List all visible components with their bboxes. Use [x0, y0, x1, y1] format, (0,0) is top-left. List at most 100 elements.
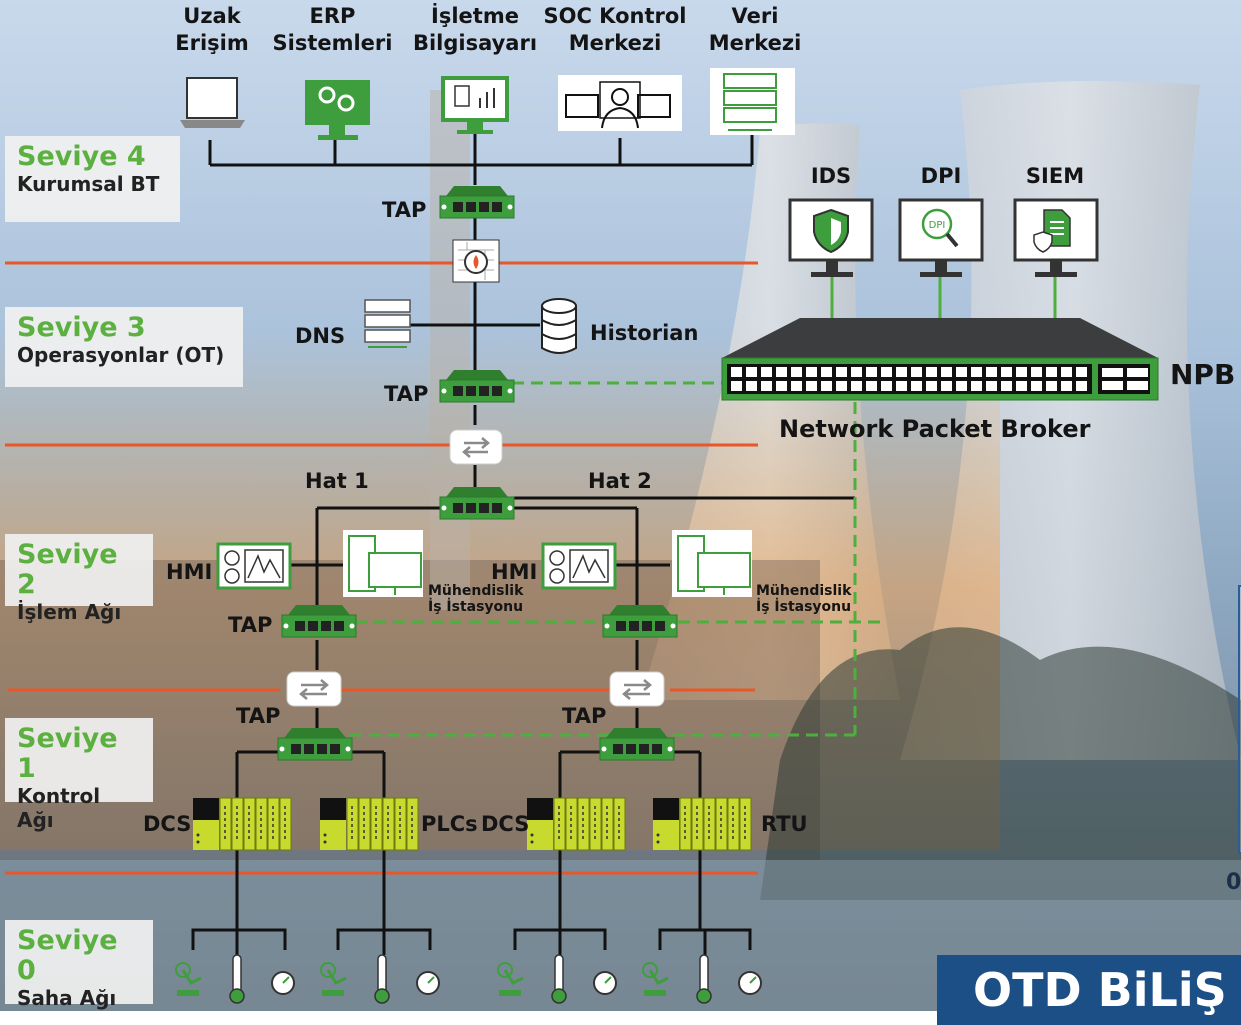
security-cables: [830, 275, 1057, 318]
robot-arm-icon: [320, 962, 347, 996]
tap-device-l2-right: [602, 605, 678, 638]
switch-icon-l3: [449, 429, 503, 465]
dcs-controller-right: [527, 797, 626, 851]
ids-monitor-icon: [788, 198, 874, 277]
engineering-workstation-icon-left: [343, 530, 423, 597]
level-divider-lines: [5, 261, 758, 875]
robot-arm-icon: [497, 962, 524, 996]
tap-device-l3: [439, 370, 515, 403]
npb-label: NPB: [1170, 358, 1236, 391]
erp-monitor-icon: [305, 80, 370, 140]
thermometer-icon: [696, 954, 712, 1004]
tap-device-l1-right: [599, 728, 675, 761]
thermometer-icon: [551, 954, 567, 1004]
tap-label-l1-left: TAP: [236, 704, 281, 728]
tap-label-l1-right: TAP: [562, 704, 607, 728]
network-cables: [191, 125, 855, 955]
level-0-name: Saha Ağı: [17, 986, 117, 1010]
line-1-label: Hat 1: [305, 469, 369, 493]
siem-label: SIEM: [1025, 164, 1085, 188]
firewall-icon: [452, 239, 500, 283]
dns-label: DNS: [295, 324, 346, 348]
controller-devices: [193, 797, 752, 851]
robot-arm-icon: [175, 962, 202, 996]
field-devices: [175, 954, 762, 1004]
tap-device-l2-core: [439, 487, 515, 520]
tap-device-l1-left: [277, 728, 353, 761]
rtu-controller: [653, 797, 752, 851]
hmi-icon-left: [216, 542, 292, 590]
historian-label: Historian: [590, 321, 699, 345]
siem-monitor-icon: [1013, 198, 1099, 277]
npb-ports: [731, 367, 1148, 391]
dcs-label-left: DCS: [143, 812, 192, 836]
level-2-title: Seviye 2: [17, 539, 118, 600]
field-group-2: [320, 954, 440, 1004]
robot-arm-icon: [642, 962, 669, 996]
dpi-monitor-icon: DPI: [898, 198, 984, 277]
level-3-box: Seviye 3 Operasyonlar (OT): [5, 307, 243, 387]
field-group-4: [642, 954, 762, 1004]
switch-icon-left: [286, 671, 342, 707]
plcs-label: PLCs: [421, 812, 478, 836]
field-group-3: [497, 954, 617, 1004]
laptop-icon: [180, 77, 245, 128]
tap-device-l2-left: [281, 605, 357, 638]
level-3-title: Seviye 3: [17, 312, 146, 343]
tap-label-l4: TAP: [382, 198, 427, 222]
hmi-label-left: HMI: [166, 560, 213, 584]
thermometer-icon: [374, 954, 390, 1004]
pressure-gauge-icon: [416, 971, 440, 995]
ids-label: IDS: [810, 164, 852, 188]
mirror-lines: [350, 381, 880, 737]
soc-control-center-icon: [558, 75, 682, 131]
level-2-box: Seviye 2 İşlem Ağı: [5, 534, 153, 624]
level-3-name: Operasyonlar (OT): [17, 343, 225, 367]
workstation-monitor-icon: [441, 76, 509, 134]
line-2-label: Hat 2: [588, 469, 652, 493]
pressure-gauge-icon: [593, 971, 617, 995]
switch-icon-right: [609, 671, 665, 707]
tap-devices: [277, 186, 678, 761]
tap-label-l3: TAP: [384, 382, 429, 406]
field-group-1: [175, 954, 295, 1004]
level-2-name: İşlem Ağı: [17, 600, 122, 624]
rtu-label: RTU: [761, 812, 808, 836]
engineering-workstation-icon-right: [672, 530, 752, 597]
dpi-icon-text: DPI: [929, 220, 946, 231]
tap-device-l4: [439, 186, 515, 219]
hmi-label-right: HMI: [491, 560, 538, 584]
npb-full-label: Network Packet Broker: [779, 415, 1091, 443]
level-1-name: Kontrol Ağı: [17, 784, 101, 832]
edge-text-fragment: 0: [1226, 870, 1241, 895]
level-4-title: Seviye 4: [17, 141, 146, 172]
tap-label-l2: TAP: [228, 613, 273, 637]
level-1-box: Seviye 1 Kontrol Ağı: [5, 718, 153, 832]
hmi-icon-right: [541, 542, 617, 590]
pressure-gauge-icon: [271, 971, 295, 995]
thermometer-icon: [229, 954, 245, 1004]
plc-controller: [320, 797, 419, 851]
brand-banner: OTD BiLiŞ: [937, 955, 1241, 1025]
historian-database-icon: [541, 298, 577, 354]
dcs-controller-left: [193, 797, 292, 851]
level-4-box: Seviye 4 Kurumsal BT: [5, 136, 180, 222]
level-0-title: Seviye 0: [17, 925, 118, 986]
dpi-label: DPI: [920, 164, 962, 188]
dns-server-icon: [364, 299, 411, 348]
level-1-title: Seviye 1: [17, 723, 118, 784]
data-center-server-icon: [710, 68, 795, 135]
pressure-gauge-icon: [738, 971, 762, 995]
level-0-box: Seviye 0 Saha Ağı: [5, 920, 153, 1010]
network-packet-broker-appliance: [721, 318, 1159, 401]
dcs-label-right: DCS: [481, 812, 530, 836]
